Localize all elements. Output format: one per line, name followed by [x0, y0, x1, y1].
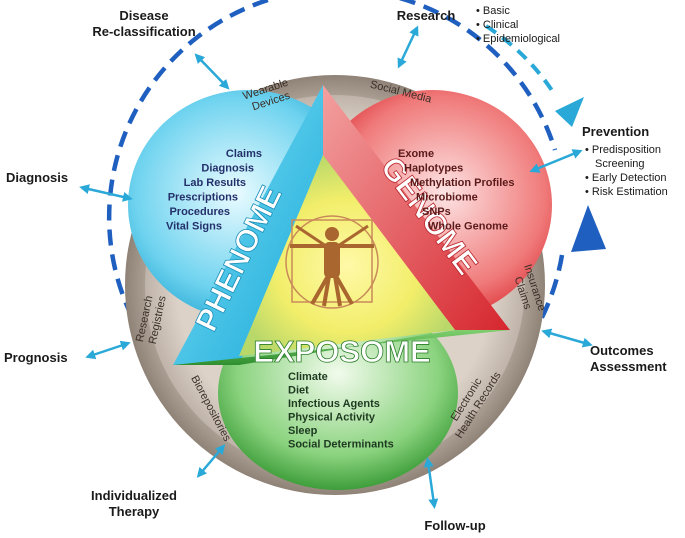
- exposome-side: [173, 330, 510, 365]
- prevention-arrowhead: [555, 97, 584, 127]
- research-type-basic: Basic: [476, 4, 560, 18]
- prognosis-label: Prognosis: [4, 350, 68, 365]
- arrow-prevention: [529, 149, 583, 173]
- diagnosis-label: Diagnosis: [6, 170, 69, 185]
- prevention-label: Prevention: [582, 124, 650, 139]
- outcomes-arrowhead: [571, 205, 606, 252]
- individualized-therapy-label: Individualized Therapy: [91, 488, 177, 519]
- prevention-items: Predisposition Screening Early Detection…: [585, 143, 685, 199]
- connector-arrows: [79, 25, 593, 509]
- exposome-item: Climate: [288, 371, 328, 383]
- phenome-side: [173, 85, 323, 365]
- genome-item: Haplotypes: [404, 163, 463, 175]
- genome-item: Methylation Profiles: [410, 177, 515, 189]
- exposome-title: EXPOSOME: [253, 334, 430, 369]
- phenome-item: Claims: [226, 148, 262, 160]
- phenome-item: Procedures: [169, 206, 230, 218]
- phenome-item: Diagnosis: [201, 163, 254, 175]
- phenome-item: Prescriptions: [168, 192, 238, 204]
- exposome-item: Sleep: [288, 425, 318, 437]
- exposome-item: Physical Activity: [288, 412, 376, 424]
- triangle: [173, 85, 510, 365]
- prevention-item-screening: Predisposition Screening: [585, 143, 685, 171]
- arrow-diagnosis: [79, 184, 133, 202]
- genome-item: SNPs: [422, 206, 451, 218]
- outcomes-assessment-label: Outcomes Assessment: [590, 343, 667, 374]
- disease-reclassification-label: Disease Re-classification: [92, 8, 196, 39]
- prevention-item-risk-estimation: Risk Estimation: [585, 185, 685, 199]
- phenome-item: Vital Signs: [166, 221, 222, 233]
- vitruvian-man-icon: [285, 215, 379, 309]
- arrow-prognosis: [85, 340, 131, 360]
- genome-item: Whole Genome: [428, 221, 508, 233]
- research-label: Research: [396, 8, 456, 23]
- arrow-outcomes: [541, 328, 593, 348]
- arrow-individualized-therapy: [196, 444, 226, 478]
- triangle-core: [239, 155, 455, 356]
- research-type-clinical: Clinical: [476, 18, 560, 32]
- arrow-disease-reclassification: [194, 53, 230, 90]
- prevention-item-early-detection: Early Detection: [585, 171, 685, 185]
- phenome-item: Lab Results: [184, 177, 246, 189]
- genome-item: Microbiome: [416, 192, 478, 204]
- exposome-item: Infectious Agents: [288, 398, 380, 410]
- genome-side: [323, 85, 510, 330]
- genome-item: Exome: [398, 148, 434, 160]
- arrow-research: [397, 25, 419, 69]
- exposome-item: Social Determinants: [288, 439, 394, 451]
- exposome-item: Diet: [288, 385, 309, 397]
- research-type-epidemiological: Epidemiological: [476, 32, 560, 46]
- arrow-follow-up: [423, 457, 439, 509]
- follow-up-label: Follow-up: [424, 518, 486, 533]
- research-types: Basic Clinical Epidemiological: [476, 4, 560, 46]
